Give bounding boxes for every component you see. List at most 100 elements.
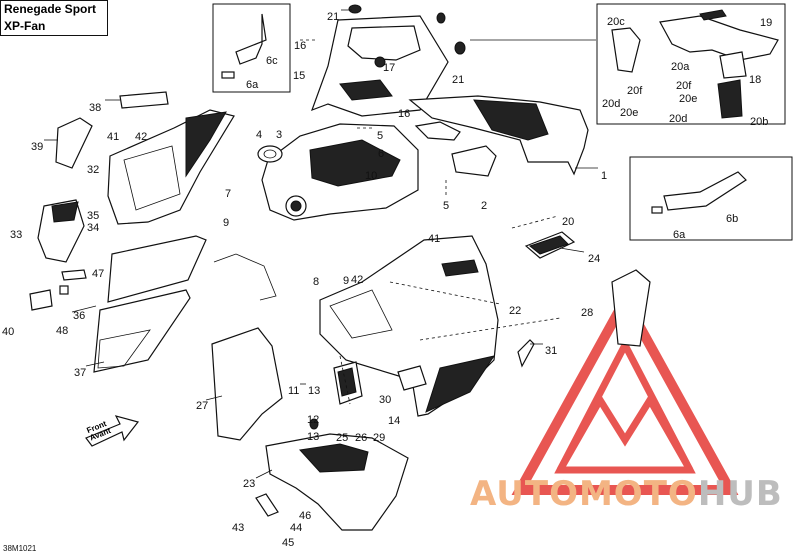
- part-13-lamp-lens: [337, 367, 357, 397]
- callout-c24: 24: [588, 253, 600, 265]
- part-37-panel: [93, 289, 191, 373]
- callout-c23: 23: [243, 478, 255, 490]
- front-arrow: [85, 415, 140, 447]
- callout-c16a: 16: [294, 40, 306, 52]
- callout-c30: 30: [379, 394, 391, 406]
- part-22-lower-edge: [425, 355, 496, 413]
- callout-c8: 8: [313, 276, 319, 288]
- callout-c40: 40: [2, 326, 14, 338]
- callout-c32: 32: [87, 164, 99, 176]
- callout-c38: 38: [89, 102, 101, 114]
- callout-c37: 37: [74, 367, 86, 379]
- part-1-hood: [408, 95, 589, 176]
- callout-c3: 3: [276, 129, 282, 141]
- watermark-logo: [511, 289, 739, 495]
- inset-box-6c: [212, 3, 291, 93]
- part-6b-bracket: [663, 171, 747, 211]
- leader-22: [389, 281, 501, 305]
- callout-c44: 44: [290, 522, 302, 534]
- part-48-clip: [59, 285, 69, 295]
- part-17-button: [374, 56, 386, 68]
- callout-c42b: 42: [351, 274, 363, 286]
- callout-c1: 1: [601, 170, 607, 182]
- part-21-screw-top: [436, 12, 446, 24]
- part-handle-rail: [213, 253, 277, 301]
- callout-c29: 29: [373, 432, 385, 444]
- callout-c20b: 20b: [750, 116, 768, 128]
- callout-c12: 12: [307, 414, 319, 426]
- part-19-mirror-bracket: [659, 15, 779, 61]
- callout-c20f2: 20f: [676, 80, 692, 92]
- callout-c20: 20: [562, 216, 574, 228]
- leader-13: [339, 355, 351, 405]
- part-38-strip: [119, 91, 169, 109]
- part-30-cover: [397, 365, 427, 391]
- model-title-box: Renegade Sport XP-Fan: [0, 0, 108, 36]
- inset-box-6b: [629, 156, 793, 241]
- leader-24: [559, 247, 585, 253]
- callout-c22: 22: [509, 305, 521, 317]
- callout-c35: 35: [87, 210, 99, 222]
- part-23-inner: [299, 443, 369, 473]
- callout-c47: 47: [92, 268, 104, 280]
- part-3-mount-inner: [290, 200, 302, 212]
- callout-c41a: 41: [107, 131, 119, 143]
- part-4-cap-ring: [263, 149, 277, 159]
- brand-part1: AUTOMOTO: [470, 474, 698, 514]
- part-3-console-recess: [309, 139, 401, 187]
- part-13-bulb: [309, 418, 319, 430]
- part-32-trim: [185, 111, 227, 178]
- part-21-dome-top: [348, 4, 362, 14]
- callout-c6b: 6b: [726, 213, 738, 225]
- part-43-handle: [255, 493, 279, 517]
- callout-c39: 39: [31, 141, 43, 153]
- part-15-lower-shadow: [339, 79, 393, 101]
- part-37-recess: [97, 329, 151, 369]
- part-20c-mount: [611, 27, 641, 73]
- callout-c17: 17: [383, 62, 395, 74]
- callout-c9a: 9: [223, 217, 229, 229]
- callout-c41b: 41: [428, 233, 440, 245]
- front-arrow-shape: [85, 415, 140, 447]
- model-title-line1: Renegade Sport: [4, 2, 97, 16]
- part-20b-pad: [717, 79, 743, 119]
- callout-c14: 14: [388, 415, 400, 427]
- callout-c11: 11: [288, 385, 299, 397]
- watermark-m-shape: [556, 393, 694, 472]
- part-19-tab: [699, 9, 727, 21]
- part-22-cutout: [329, 289, 393, 339]
- callout-c13a: 13: [308, 385, 320, 397]
- callout-c16b: 16: [398, 108, 410, 120]
- part-32-panel-recess: [123, 145, 181, 211]
- inset-box-20: [596, 3, 786, 125]
- watermark-outer-triangle: [511, 289, 739, 495]
- callout-c19: 19: [760, 17, 772, 29]
- callout-c5a: 5: [377, 130, 383, 142]
- callout-c27: 27: [196, 400, 208, 412]
- callout-c13b: 13: [307, 431, 319, 443]
- part-23-lower-bumper: [265, 433, 409, 531]
- watermark-inner-triangle: [554, 337, 696, 474]
- part-47-pin: [61, 269, 87, 281]
- leader-37: [85, 361, 105, 367]
- brand-part2: HUB: [697, 474, 783, 514]
- callout-c20f1: 20f: [627, 85, 643, 97]
- callout-c6a3: 6a: [673, 229, 686, 241]
- part-35-lens: [51, 201, 79, 223]
- watermark-brand: AUTOMOTOHUB: [470, 474, 783, 514]
- part-27-panel: [211, 327, 283, 441]
- callout-c2: 2: [481, 200, 487, 212]
- part-6a-clip-small: [221, 71, 235, 79]
- callout-c42a: 42: [135, 131, 147, 143]
- document-code: 38M1021: [3, 544, 37, 553]
- callout-c46: 46: [299, 510, 311, 522]
- part-18-plate: [719, 51, 747, 79]
- part-21-screw-right: [454, 41, 466, 55]
- callout-c31: 31: [545, 345, 557, 357]
- callout-c9b: 9: [343, 275, 349, 287]
- callout-c36: 36: [73, 310, 85, 322]
- callout-c6c: 6c: [266, 55, 278, 67]
- part-24-grille-mesh: [528, 235, 569, 255]
- callout-c25: 25: [336, 432, 348, 444]
